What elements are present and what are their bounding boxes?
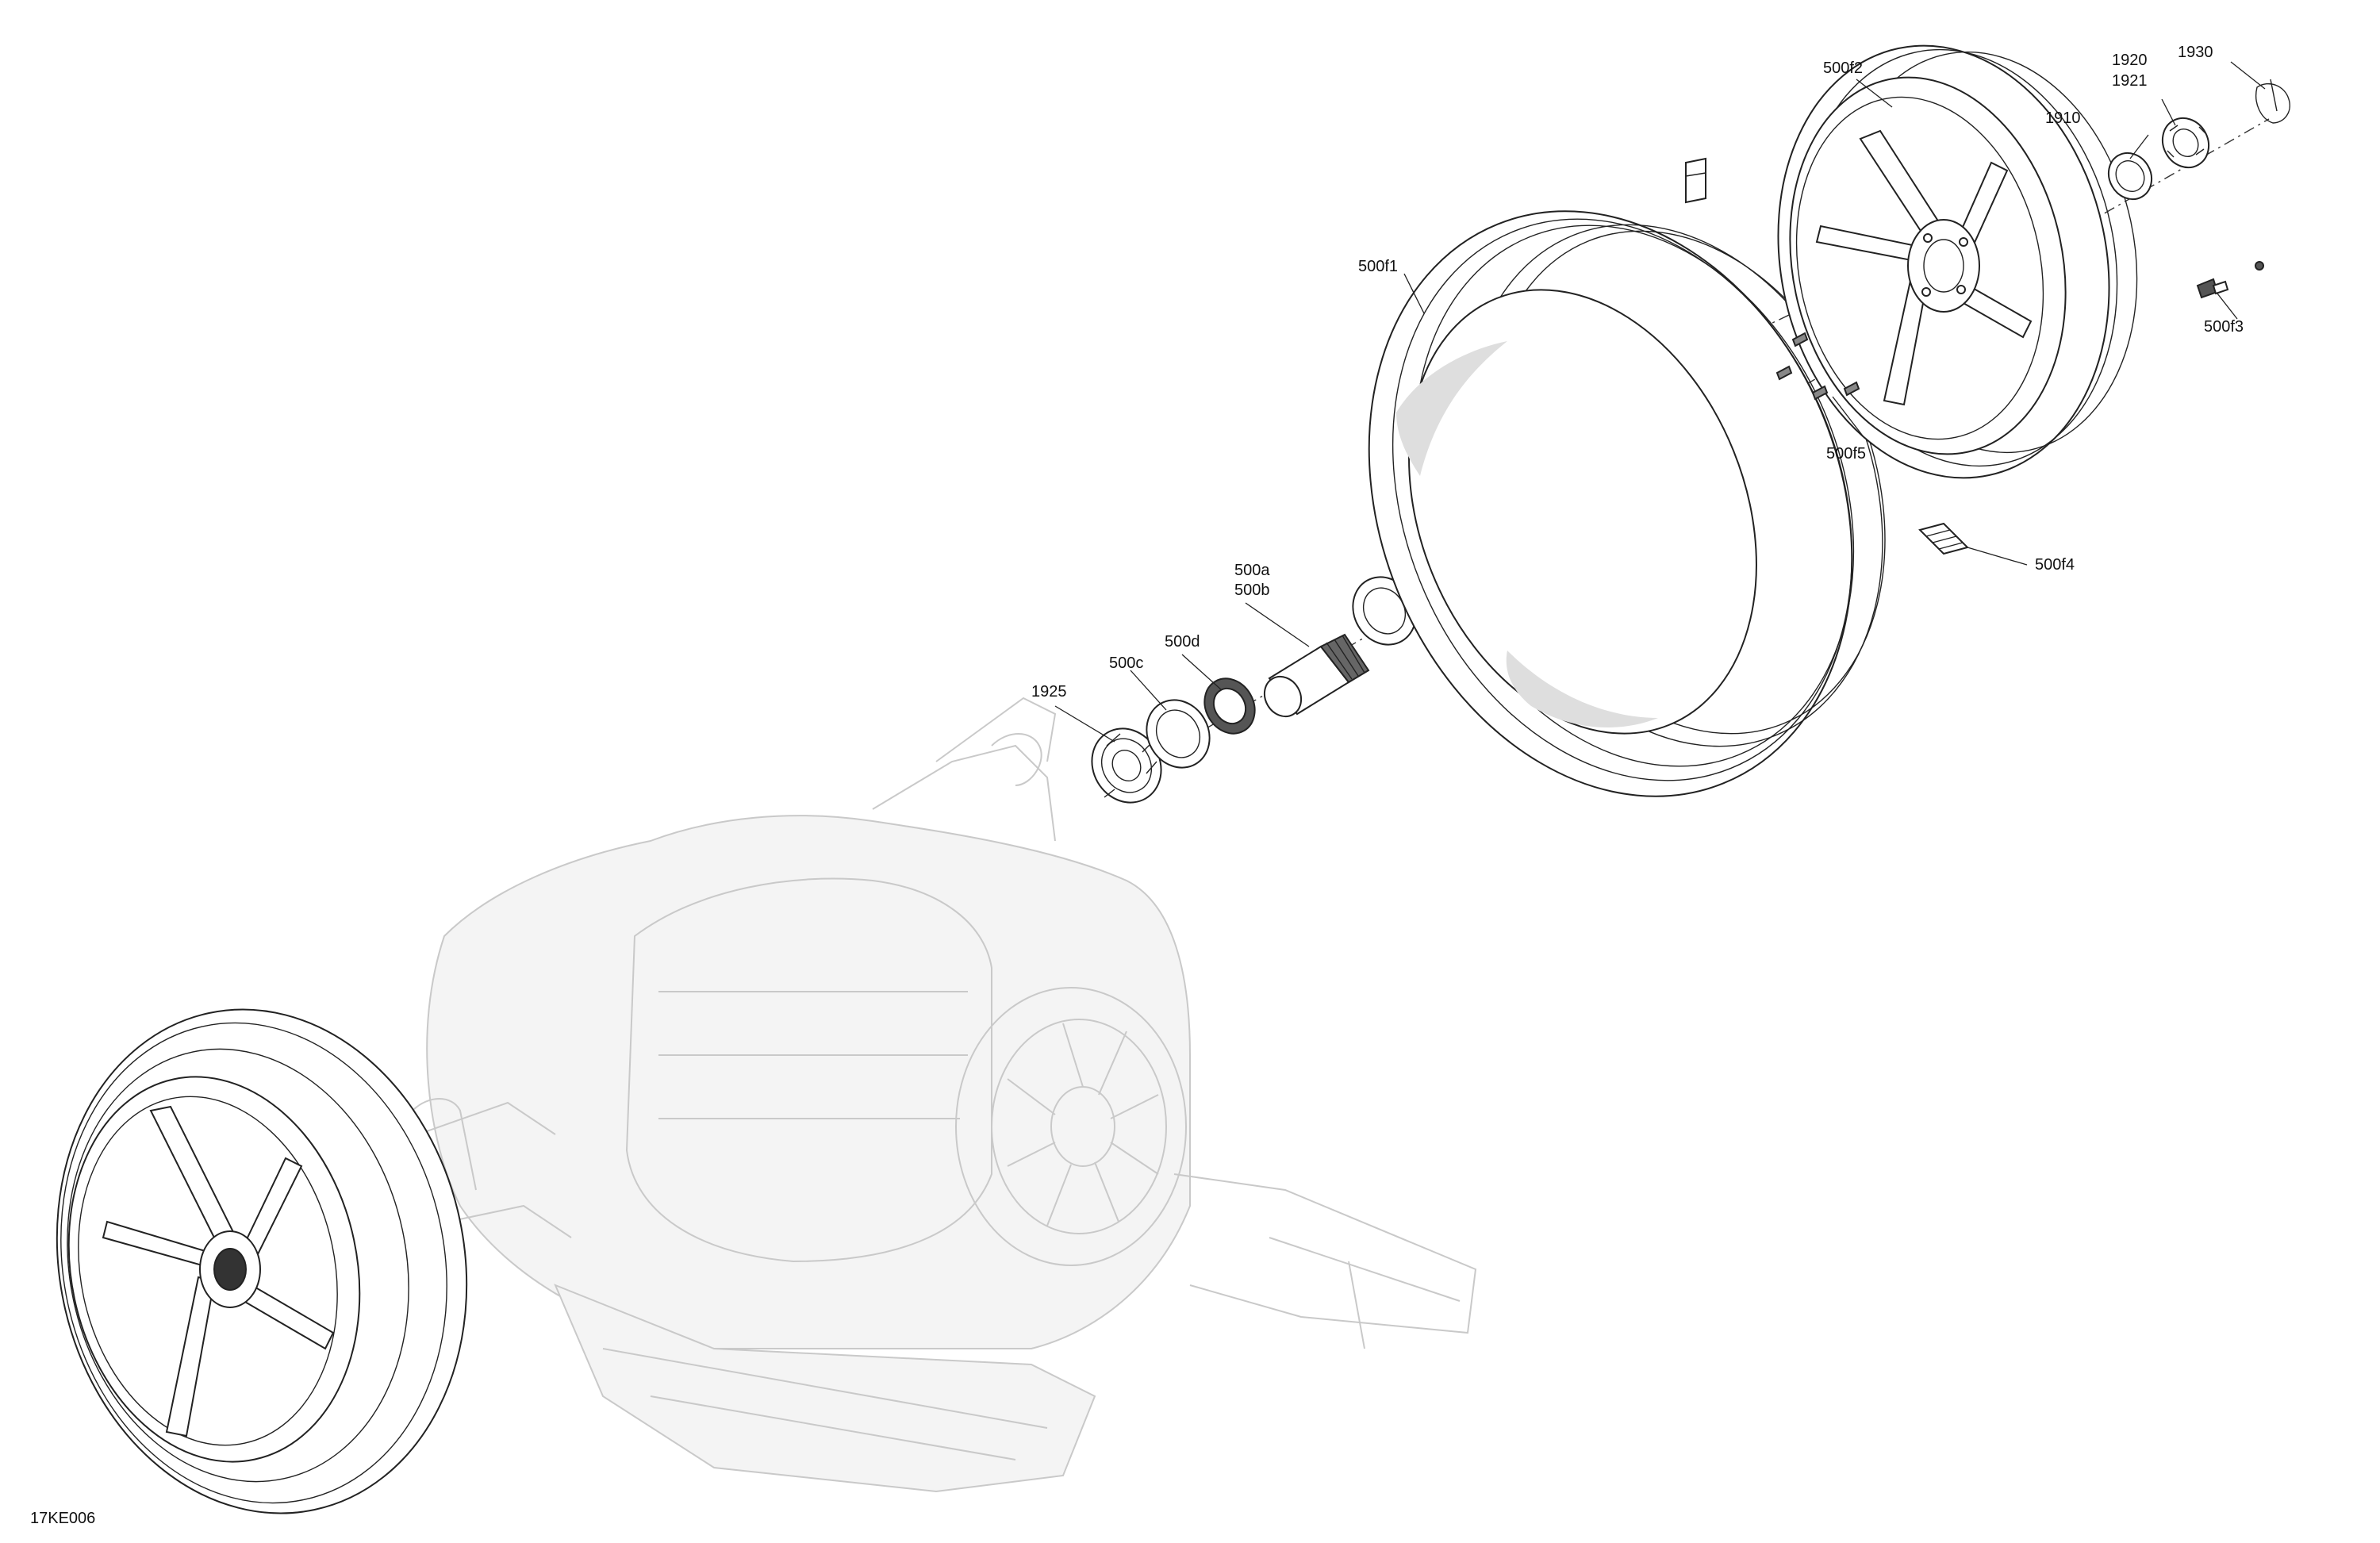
label-500c: 500c bbox=[1109, 654, 1143, 672]
label-1921: 1921 bbox=[2112, 72, 2148, 90]
part-500a-500b-hub-shaft bbox=[1263, 633, 1370, 718]
part-500d-splined-ring bbox=[1203, 677, 1256, 735]
label-500f1: 500f1 bbox=[1358, 258, 1398, 275]
drawing-id-label: 17KE006 bbox=[30, 1510, 95, 1527]
part-500f2-rim bbox=[1777, 44, 2138, 479]
label-500f4: 500f4 bbox=[2035, 556, 2075, 574]
assembled-front-wheel bbox=[56, 1008, 468, 1514]
label-500f3: 500f3 bbox=[2204, 318, 2244, 336]
label-1925: 1925 bbox=[1031, 683, 1067, 700]
label-500b: 500b bbox=[1234, 582, 1270, 599]
label-500a: 500a bbox=[1234, 562, 1270, 579]
part-1920-1921-nut bbox=[2161, 117, 2210, 169]
leader-lines bbox=[1054, 61, 2266, 743]
part-1925-bearing bbox=[1091, 727, 1162, 804]
callout-labels: 500f2 1920 1921 1930 1910 500f1 500f3 50… bbox=[30, 44, 2244, 1527]
part-1930-cotter-pin bbox=[2255, 79, 2290, 124]
part-500f3-valve-stem bbox=[2196, 261, 2264, 299]
part-500f4-balance-weights bbox=[1918, 522, 1969, 555]
part-500f5-pins bbox=[1775, 332, 1860, 401]
part-500f1-tire bbox=[1368, 210, 1886, 797]
part-1910-washer bbox=[2107, 152, 2153, 201]
label-1930: 1930 bbox=[2178, 44, 2213, 61]
radiator-fan-ghost bbox=[955, 987, 1187, 1266]
label-1920: 1920 bbox=[2112, 52, 2148, 69]
label-500f5: 500f5 bbox=[1826, 445, 1866, 463]
label-1910: 1910 bbox=[2045, 109, 2081, 127]
part-500c-seal bbox=[1146, 699, 1211, 769]
label-500d: 500d bbox=[1165, 633, 1200, 651]
part-decal-tag bbox=[1685, 157, 1706, 204]
label-500f2: 500f2 bbox=[1823, 59, 1863, 77]
vehicle-ghost bbox=[372, 697, 1477, 1493]
